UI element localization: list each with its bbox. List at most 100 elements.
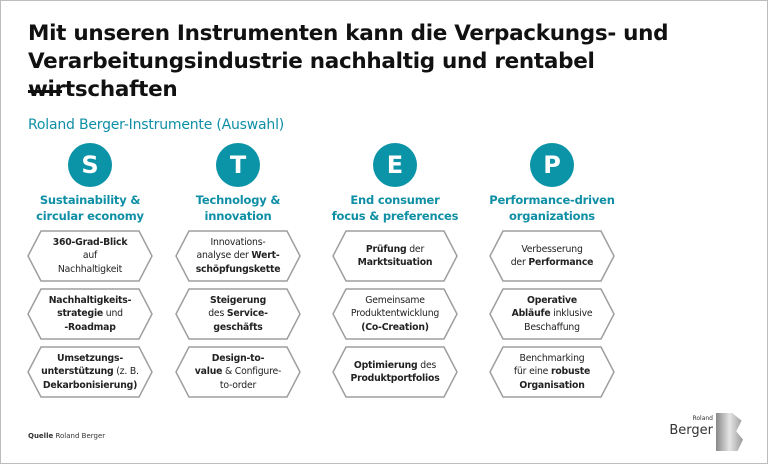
text-segment: des (208, 308, 227, 320)
logo-small-text: Roland (692, 415, 713, 422)
hexagon-shape (489, 346, 615, 398)
text-segment: -Roadmap (64, 321, 116, 333)
heading-line: Technology & (195, 193, 281, 207)
text-segment: unterstützung (41, 366, 114, 378)
text-segment: inklusive (550, 308, 593, 320)
instrument-hexagon: Verbesserung der Performance (489, 230, 615, 282)
text-segment: 360-Grad-Blick (52, 236, 128, 248)
instrument-hexagon: Nachhaltigkeits-strategie und-Roadmap (27, 288, 153, 340)
text-segment: Umsetzungs- (56, 352, 123, 364)
text-segment: value (194, 366, 223, 378)
hexagon-shape (332, 288, 458, 340)
heading-line: focus & preferences (331, 209, 459, 223)
letter-circle: T (216, 143, 260, 187)
column-s: S Sustainability &circular economy 360-Gra… (15, 143, 165, 404)
text-segment: Innovations- (210, 236, 266, 248)
roland-berger-logo: Roland Berger (669, 413, 743, 451)
text-segment: Gemeinsame (365, 294, 425, 306)
text-segment: Design-to- (211, 352, 265, 364)
text-segment: Produktentwicklung (350, 308, 440, 320)
text-segment: Nachhaltigkeit (57, 263, 123, 275)
hexagon-shape (489, 288, 615, 340)
text-segment: Dekarbonisierung) (42, 379, 138, 391)
column-heading: Sustainability &circular economy (15, 192, 165, 230)
text-segment: schöpfungskette (195, 263, 281, 275)
heading-line: circular economy (36, 209, 144, 223)
subtitle: Roland Berger-Instrumente (Auswahl) (28, 117, 285, 133)
text-segment: Wert- (251, 250, 280, 262)
text-segment: Steigerung (209, 294, 267, 306)
text-segment: Abläufe (511, 308, 551, 320)
source-label: Quelle (28, 432, 54, 440)
source-value: Roland Berger (55, 432, 106, 440)
text-segment: Nachhaltigkeits- (48, 294, 132, 306)
text-segment: robuste (550, 366, 591, 378)
hexagon-shape (489, 230, 615, 282)
text-segment: Beschaffung (524, 321, 580, 333)
text-segment: Produktportfolios (350, 373, 440, 384)
letter-circle: S (68, 143, 112, 187)
text-segment: & Configure- (222, 366, 282, 378)
text-segment: Benchmarking (519, 352, 585, 364)
text-segment: für eine (513, 366, 551, 378)
instrument-hexagon: Umsetzungs-unterstützung (z. B.Dekarboni… (27, 346, 153, 398)
letter-circle: E (373, 143, 417, 187)
text-segment: der (510, 257, 529, 268)
title-rule (28, 90, 62, 93)
text-segment: Prüfung (365, 243, 407, 255)
text-segment: und (103, 308, 123, 320)
column-heading: End consumer focus & preferences (320, 192, 470, 230)
hexagon-shape (332, 230, 458, 282)
text-segment: Organisation (519, 379, 585, 391)
instrument-hexagon: Design-to-value & Configure-to-order (175, 346, 301, 398)
heading-line: End consumer (350, 193, 440, 207)
hexagon-shape (175, 288, 301, 340)
hexagon-shape (332, 346, 458, 398)
instrument-hexagon: Innovations-analyse der Wert-schöpfungsk… (175, 230, 301, 282)
text-segment: Operative (527, 294, 577, 306)
heading-line: Performance-driven (489, 193, 615, 207)
heading-line: organizations (509, 209, 595, 223)
heading-line: innovation (204, 209, 272, 223)
text-segment: geschäfts (213, 321, 263, 333)
column-heading: Technology & innovation (163, 192, 313, 230)
instrument-text: Nachhaltigkeits-strategie und-Roadmap (49, 294, 132, 335)
text-segment: Verbesserung (521, 243, 583, 255)
text-segment: (Co-Creation) (361, 321, 429, 333)
text-segment: des (417, 359, 437, 371)
instrument-text: Innovations-analyse der Wert-schöpfungsk… (196, 236, 281, 277)
text-segment: auf (82, 250, 98, 262)
text-segment: Optimierung (353, 359, 418, 371)
text-segment: Performance (528, 257, 594, 268)
column-heading: Performance-driven organizations (477, 192, 627, 230)
hexagon-shape (27, 230, 153, 282)
text-segment: (z. B. (113, 366, 139, 378)
text-segment: Marktsituation (357, 257, 433, 268)
logo-b-mark-icon (716, 413, 743, 451)
hexagon-shape (175, 230, 301, 282)
instrument-text: Design-to-value & Configure-to-order (194, 352, 282, 393)
text-segment: to-order (219, 379, 257, 391)
hexagon-shape (27, 346, 153, 398)
source-note: Quelle Roland Berger (28, 432, 105, 440)
text-segment: strategie (57, 308, 104, 320)
page-title: Mit unseren Instrumenten kann die Verpac… (28, 21, 669, 102)
hexagon-shape (27, 288, 153, 340)
